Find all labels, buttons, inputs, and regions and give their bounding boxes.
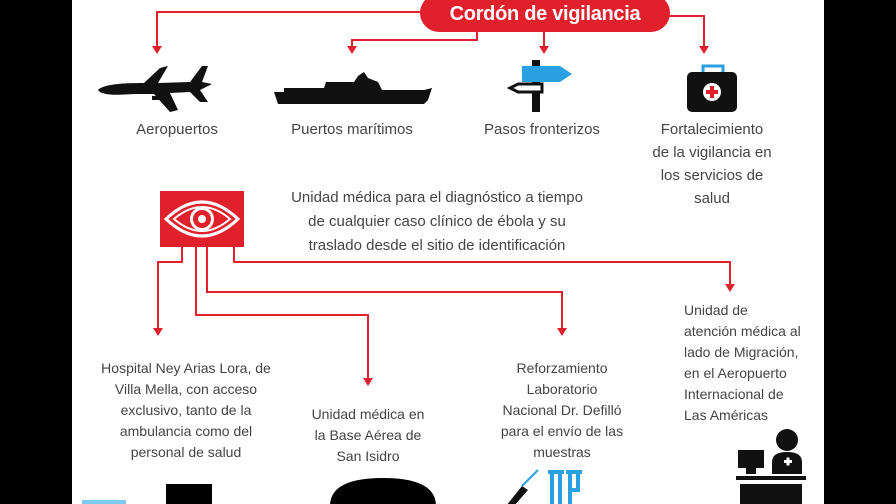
branch-connectors <box>153 247 735 386</box>
label-pasos-fronterizos: Pasos fronterizos <box>484 121 600 138</box>
signpost-icon <box>506 60 572 112</box>
label-hospital-ney-arias-lora: Hospital Ney Arias Lora, de Villa Mella,… <box>101 360 271 460</box>
diagram-title: Cordón de vigilancia <box>449 3 641 25</box>
label-base-aerea-san-isidro: Unidad médica en la Base Aérea de San Is… <box>311 406 425 464</box>
label-puertos-maritimos: Puertos marítimos <box>291 121 413 138</box>
lab-test-tubes-icon <box>507 469 582 504</box>
hospital-building-icon <box>82 484 212 504</box>
top-connectors <box>152 11 709 54</box>
label-aeropuertos: Aeropuertos <box>136 121 218 138</box>
infographic-canvas: Cordón de vigilancia Aeropuertos Puertos… <box>72 0 824 504</box>
reception-desk-doctor-icon <box>736 429 806 504</box>
label-unidad-migracion: Unidad de atención médica al lado de Mig… <box>684 302 801 423</box>
eye-icon <box>160 191 244 247</box>
medical-kit-icon <box>687 64 737 112</box>
ship-icon <box>274 72 432 104</box>
label-laboratorio-defillo: Reforzamiento Laboratorio Nacional Dr. D… <box>500 360 624 460</box>
title-pill <box>420 0 670 32</box>
airplane-icon <box>98 66 212 112</box>
hangar-dome-icon <box>330 478 436 504</box>
medical-unit-description: Unidad médica para el diagnóstico a tiem… <box>291 189 583 254</box>
label-fortalecimiento: Fortalecimiento de la vigilancia en los … <box>652 121 772 207</box>
